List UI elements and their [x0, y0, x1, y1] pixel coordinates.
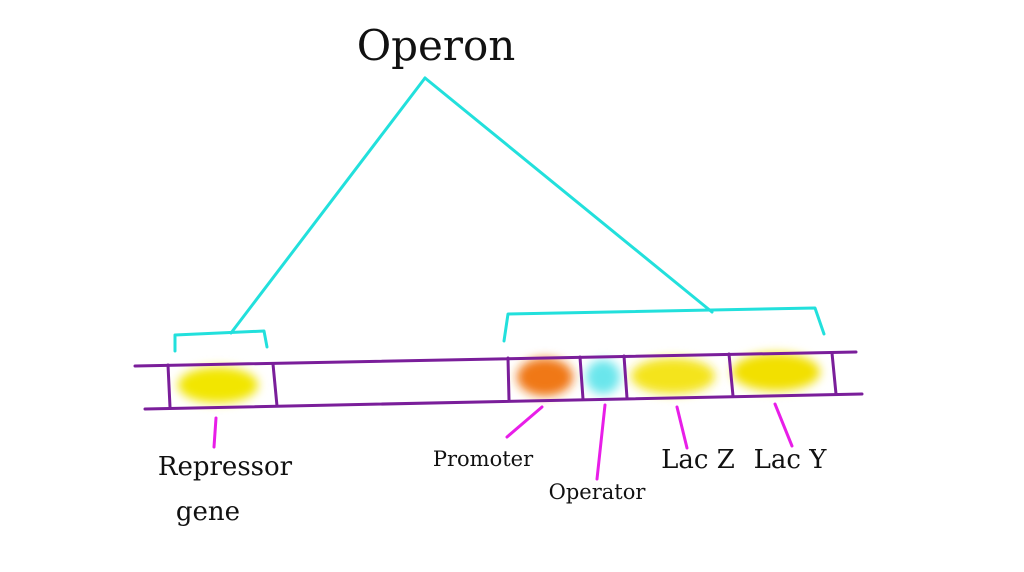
- lacz-pointer: [675, 405, 689, 450]
- operon-bracket: [173, 76, 826, 353]
- dna-bottom-strand: [143, 392, 864, 411]
- repressor-label-gene: gene: [176, 497, 240, 527]
- segment-divider: [830, 351, 838, 396]
- lacy-pointer: [773, 402, 794, 448]
- operon-genes-bracket: [502, 306, 826, 343]
- lacz-region: [631, 358, 715, 394]
- diagram-title: Operon: [357, 21, 516, 70]
- operator-region: [586, 360, 620, 394]
- promoter-pointer: [505, 405, 544, 439]
- label-pointers: [212, 402, 794, 481]
- segment-divider: [622, 354, 629, 400]
- segment-divider: [166, 363, 172, 409]
- dna-strand: [133, 350, 864, 411]
- promoter-region: [517, 358, 573, 396]
- segment-divider: [727, 352, 735, 398]
- bracket-connector-right: [423, 76, 714, 314]
- dna-top-strand: [133, 350, 858, 368]
- lacy-region: [732, 353, 820, 391]
- segment-divider: [578, 355, 585, 401]
- lacz-label: Lac Z: [661, 445, 735, 475]
- repressor-bracket: [173, 329, 269, 353]
- repressor-label: Repressor: [158, 452, 293, 482]
- operator-pointer: [595, 403, 607, 481]
- bracket-connector-left: [229, 76, 427, 335]
- segment-divider: [271, 362, 279, 408]
- segment-divider: [506, 356, 511, 402]
- operator-label: Operator: [549, 480, 647, 504]
- repressor-pointer: [212, 416, 218, 449]
- lacy-label: Lac Y: [754, 445, 828, 475]
- repressor-gene-region: [178, 367, 258, 403]
- promoter-label: Promoter: [433, 447, 534, 471]
